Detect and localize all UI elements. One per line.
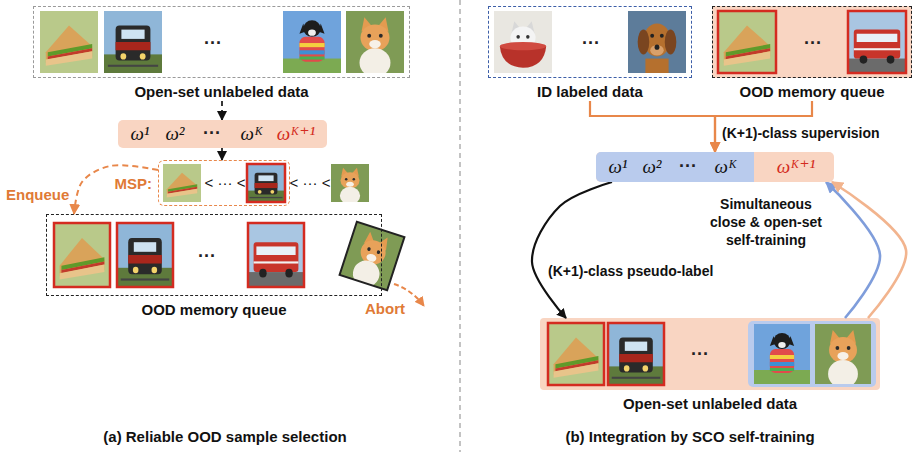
panel-caption: (b) Integration by SCO self-training xyxy=(565,428,814,445)
text-slot: ··· xyxy=(691,344,709,365)
ellipsis: ··· xyxy=(679,156,697,176)
box-outline: ··· xyxy=(712,6,912,78)
action-label: Abort xyxy=(365,300,405,317)
flow-arrow xyxy=(590,101,715,152)
text-slot: ωᴷ xyxy=(715,156,738,178)
image-set-box: ··· Open-set unlabeled data xyxy=(540,318,880,413)
flow-arrow xyxy=(221,101,223,120)
box-heading: ID labeled data xyxy=(488,83,692,101)
box-outline: ··· xyxy=(540,318,880,390)
order-text: < ··· < xyxy=(205,174,246,191)
class-head-bar: ωᴷ⁺¹ ω¹ ω² ··· ωᴷ xyxy=(596,152,834,182)
edge-label: (K+1)-class pseudo-label xyxy=(548,263,713,279)
text-slot: ωᴷ⁺¹ xyxy=(777,156,816,178)
metric-label: MSP: xyxy=(115,175,153,192)
text-slot: (K+1)-class supervision xyxy=(722,124,880,142)
image-set-box: ··· Open-set unlabeled data xyxy=(33,6,410,101)
class-symbol: ωᴷ xyxy=(241,123,264,144)
text-slot: ω² xyxy=(165,123,184,145)
flow-arrow xyxy=(826,182,880,318)
class-symbol: ωᴷ⁺¹ xyxy=(777,156,816,177)
image-set-box: ··· ID labeled data xyxy=(488,6,692,101)
text-slot: ··· xyxy=(198,246,216,267)
text-slot: (K+1)-class pseudo-label xyxy=(548,262,713,280)
class-head-bar: ω¹ ω² ··· ωᴷ ωᴷ⁺¹ xyxy=(118,120,327,148)
text-slot: ··· xyxy=(203,123,221,144)
ellipsis: ··· xyxy=(203,123,221,143)
box-outline: ··· xyxy=(46,214,382,296)
box-heading: Open-set unlabeled data xyxy=(540,395,880,413)
ellipsis: ··· xyxy=(204,33,222,53)
box-outline: ωᴷ⁺¹ ω¹ ω² ··· ωᴷ xyxy=(596,152,834,182)
edge-label: Simultaneous close & open-set self-train… xyxy=(710,196,822,248)
class-symbol: ω¹ xyxy=(608,156,627,177)
panel-caption: (a) Reliable OOD sample selection xyxy=(103,428,346,445)
text-slot: ω² xyxy=(642,156,661,178)
text-slot: < ··· < xyxy=(290,174,331,192)
class-symbol: ωᴷ⁺¹ xyxy=(277,123,316,144)
class-symbol: ω¹ xyxy=(130,123,149,144)
image-thumbnails xyxy=(40,11,906,388)
msp-selection-box: < ··· < xyxy=(158,160,290,206)
flow-arrow xyxy=(832,182,906,318)
text-slot: ω¹ xyxy=(608,156,627,178)
text-slot: ··· xyxy=(582,33,600,54)
text-slot: MSP: xyxy=(115,175,153,193)
class-symbol: ω² xyxy=(165,123,184,144)
text-slot: Simultaneous close & open-set self-train… xyxy=(702,195,830,249)
ellipsis: ··· xyxy=(804,33,822,53)
box-heading: Open-set unlabeled data xyxy=(33,83,410,101)
memory-queue-box: ··· OOD memory queue xyxy=(712,6,912,101)
text-slot: ω¹ xyxy=(130,123,149,145)
order-text: < ··· < xyxy=(290,174,331,191)
box-outline: ··· xyxy=(33,6,410,78)
edge-label: (K+1)-class supervision xyxy=(722,125,880,141)
text-slot: Abort xyxy=(365,300,405,318)
flow-arrow xyxy=(74,165,158,214)
text-slot: (a) Reliable OOD sample selection xyxy=(103,428,346,446)
text-slot: ωᴷ⁺¹ xyxy=(277,123,316,145)
ellipsis: ··· xyxy=(582,33,600,53)
text-slot: ··· xyxy=(204,33,222,54)
edge-label: Enqueue xyxy=(6,186,69,203)
panel-divider xyxy=(459,0,461,452)
box-fills xyxy=(540,6,912,390)
ellipsis: ··· xyxy=(691,344,709,364)
text-slot: (b) Integration by SCO self-training xyxy=(565,428,814,446)
box-outline: ω¹ ω² ··· ωᴷ xyxy=(596,152,754,182)
flow-arrow xyxy=(532,182,612,318)
flow-arrow xyxy=(221,148,223,160)
box-heading: OOD memory queue xyxy=(46,301,382,319)
box-outline: ω¹ ω² ··· ωᴷ ωᴷ⁺¹ xyxy=(118,120,327,148)
text-slot: ··· xyxy=(804,33,822,54)
text-slot: < ··· < xyxy=(205,174,246,192)
box-heading: OOD memory queue xyxy=(712,83,912,101)
class-symbol: ω² xyxy=(642,156,661,177)
text-slot: ωᴷ xyxy=(241,123,264,145)
box-outline: < ··· < xyxy=(158,160,290,206)
box-outline: ··· xyxy=(488,6,692,78)
text-slot: Enqueue xyxy=(6,186,69,204)
class-symbol: ωᴷ xyxy=(715,156,738,177)
known-class-band: ω¹ ω² ··· ωᴷ xyxy=(596,152,754,182)
memory-queue-box: ··· OOD memory queue xyxy=(46,214,382,319)
ellipsis: ··· xyxy=(198,246,216,266)
text-slot: ··· xyxy=(679,156,697,177)
